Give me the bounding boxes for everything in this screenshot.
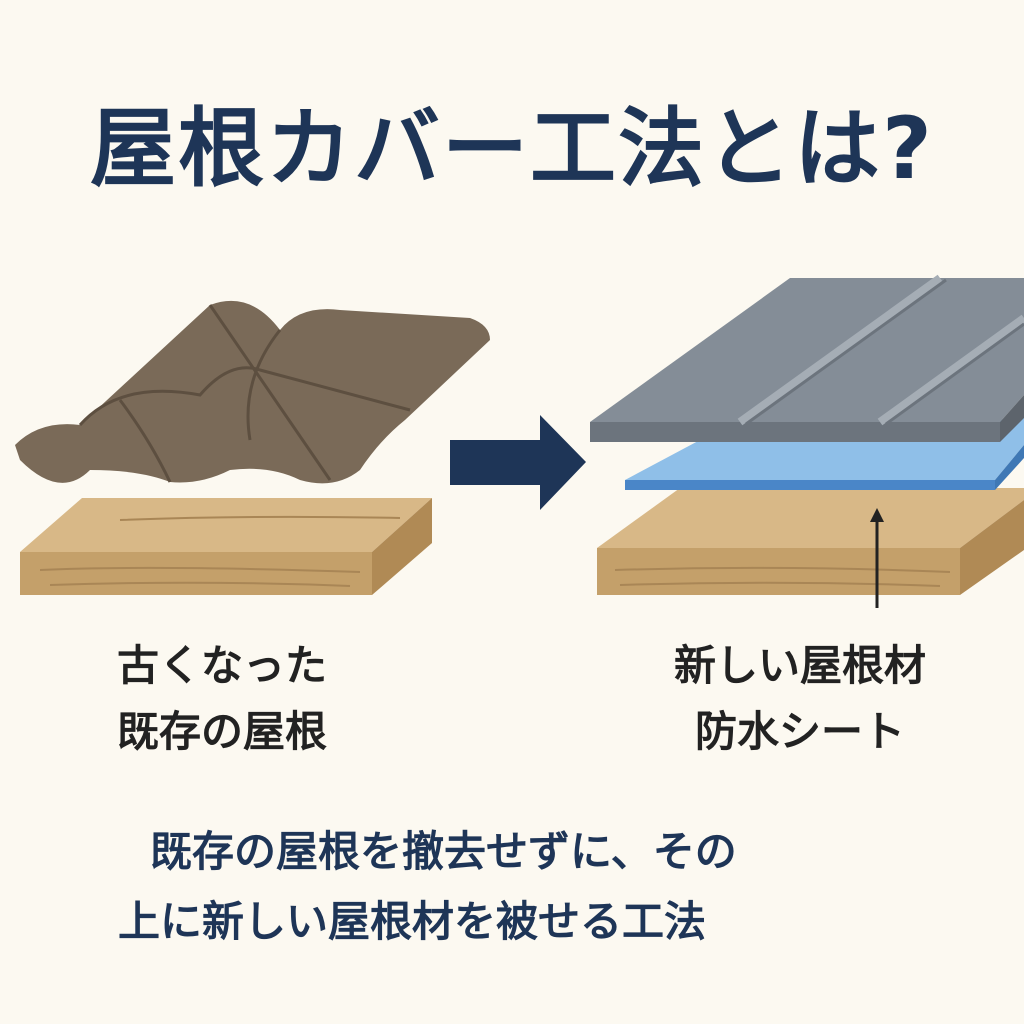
old-roof-label-line1: 古くなった <box>116 641 327 690</box>
board-top <box>20 498 432 552</box>
tile-body <box>15 300 490 484</box>
board-front <box>20 552 372 595</box>
old-roof-wood-board <box>20 498 432 595</box>
pointer-arrow-icon <box>870 508 884 608</box>
old-roof-tiles <box>15 300 490 484</box>
page-title: 屋根カバー工法とは? <box>90 99 934 199</box>
new-metal-roof <box>590 274 1024 442</box>
right-arrow-icon <box>450 415 586 510</box>
caption-line1: 既存の屋根を撤去せずに、その <box>150 827 737 876</box>
old-roof-label-line2: 既存の屋根 <box>116 707 327 756</box>
new-roof-wood-board <box>597 488 1024 595</box>
caption-line2: 上に新しい屋根材を被せる工法 <box>118 897 707 946</box>
board-side <box>372 498 432 595</box>
new-roof-label-line2: 防水シート <box>694 707 905 756</box>
new-roof-label-line1: 新しい屋根材 <box>673 641 926 690</box>
